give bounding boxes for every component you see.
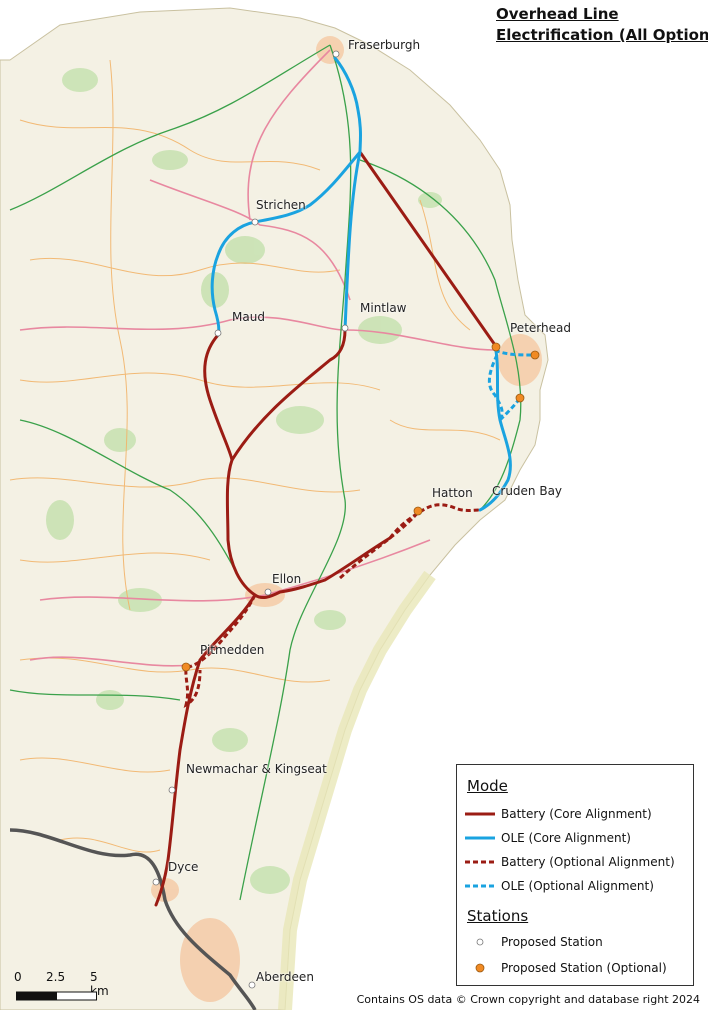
battery-optional-swatch (465, 860, 495, 864)
optional-station-icon (475, 963, 485, 973)
map-title-line2: Electrification (All Options) (496, 26, 708, 44)
legend-proposed-station-label: Proposed Station (501, 935, 603, 949)
map-title-line1: Overhead Line (496, 5, 619, 23)
legend-battery-core-label: Battery (Core Alignment) (501, 807, 652, 821)
proposed-stations (152, 50, 349, 989)
label-maud: Maud (232, 310, 265, 324)
label-dyce: Dyce (168, 860, 199, 874)
legend-mode-heading: Mode (467, 777, 508, 795)
label-fraserburgh: Fraserburgh (348, 38, 421, 52)
copyright-notice: Contains OS data © Crown copyright and d… (356, 993, 700, 1006)
scale-bar-graphic (16, 991, 97, 1001)
scale-label-zero: 0 (14, 970, 22, 984)
ole-optional-swatch (465, 884, 495, 888)
legend-proposed-station: Proposed Station (457, 933, 693, 953)
legend-ole-optional-label: OLE (Optional Alignment) (501, 879, 654, 893)
a-roads (19, 49, 496, 667)
legend-ole-core: OLE (Core Alignment) (457, 829, 693, 849)
ole-core-swatch (465, 836, 495, 840)
battery-core-alignment (154, 150, 497, 907)
ole-core-alignment (210, 56, 512, 512)
proposed-station-icon (476, 938, 484, 946)
label-newmachar: Newmachar & Kingseat (186, 762, 327, 776)
scale-label-mid: 2.5 (46, 970, 66, 984)
label-aberdeen: Aberdeen (256, 970, 314, 984)
legend-optional-station: Proposed Station (Optional) (457, 959, 693, 979)
label-mintlaw: Mintlaw (360, 301, 407, 315)
legend-stations-heading: Stations (467, 907, 529, 925)
battery-optional-alignment (183, 503, 481, 709)
legend-ole-optional: OLE (Optional Alignment) (457, 877, 693, 897)
legend-battery-core: Battery (Core Alignment) (457, 805, 693, 825)
legend-battery-optional-label: Battery (Optional Alignment) (501, 855, 675, 869)
label-strichen: Strichen (256, 198, 306, 212)
battery-core-swatch (465, 812, 495, 816)
label-peterhead: Peterhead (510, 321, 571, 335)
optional-stations (181, 342, 540, 672)
green-routes (9, 44, 522, 901)
legend-ole-core-label: OLE (Core Alignment) (501, 831, 631, 845)
map-title: Overhead Line Electrification (All Optio… (496, 4, 708, 46)
label-ellon: Ellon (272, 572, 302, 586)
label-pitmedden: Pitmedden (200, 643, 265, 657)
legend-battery-optional: Battery (Optional Alignment) (457, 853, 693, 873)
existing-railway (9, 828, 257, 1010)
map-legend: Mode Battery (Core Alignment) OLE (Core … (456, 764, 694, 986)
woodland (46, 68, 442, 894)
label-cruden-bay: Cruden Bay (492, 484, 563, 498)
scale-bar: 0 2.5 5 km (14, 970, 109, 1004)
label-hatton: Hatton (432, 486, 473, 500)
minor-roads (9, 59, 501, 853)
coast-strip (278, 570, 436, 1010)
legend-optional-station-label: Proposed Station (Optional) (501, 961, 667, 975)
